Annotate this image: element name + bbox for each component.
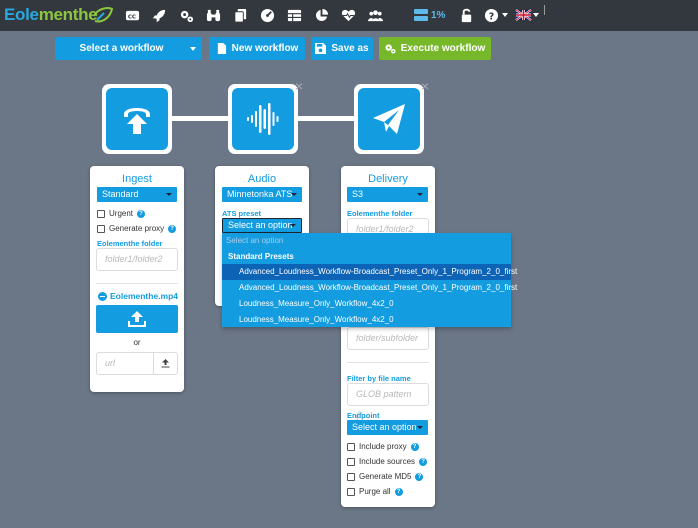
dropdown-placeholder-option[interactable]: Select an option — [226, 236, 284, 245]
purge-all-checkbox[interactable]: Purge all ? — [347, 487, 403, 496]
binoculars-icon[interactable] — [205, 7, 221, 23]
include-sources-checkbox[interactable]: Include sources ? — [347, 457, 428, 466]
help-icon[interactable]: ? — [168, 224, 177, 233]
cogs-icon — [385, 44, 396, 54]
uk-flag-icon[interactable] — [515, 9, 532, 21]
help-icon[interactable]: ? — [394, 487, 403, 496]
save-as-button[interactable]: Save as — [311, 37, 373, 60]
filter-label: Filter by file name — [347, 374, 411, 383]
chevron-down-icon — [290, 224, 296, 227]
svg-text:?: ? — [488, 11, 493, 22]
heartbeat-icon[interactable] — [340, 7, 356, 23]
table-icon[interactable] — [286, 7, 302, 23]
remove-audio-node-icon[interactable]: × — [295, 78, 304, 94]
chevron-down-icon — [190, 47, 196, 51]
execute-workflow-button[interactable]: Execute workflow — [379, 37, 491, 60]
rocket-icon[interactable] — [151, 7, 167, 23]
ats-preset-dropdown: Select an option Standard Presets Advanc… — [222, 233, 518, 327]
dropdown-group-label: Standard Presets — [228, 252, 294, 261]
waveform-icon — [247, 103, 279, 135]
server-icon — [414, 9, 428, 21]
upload-icon — [161, 359, 170, 368]
logo-leaf-icon — [93, 7, 114, 23]
help-caret-icon[interactable] — [502, 13, 508, 17]
ats-preset-label: ATS preset — [222, 209, 262, 218]
ingest-folder-input[interactable]: folder1/folder2 — [96, 248, 178, 271]
help-icon[interactable]: ? — [483, 7, 499, 23]
delivery-node[interactable] — [354, 84, 424, 154]
delivery-title: Delivery — [368, 173, 408, 185]
audio-profile-select[interactable]: Minnetonka ATS — [222, 187, 302, 202]
ingest-node[interactable] — [102, 84, 172, 154]
help-icon[interactable]: ? — [415, 472, 424, 481]
dropdown-option-4[interactable]: Loudness_Measure_Only_Workflow_4x2_0 — [239, 315, 394, 324]
filter-input[interactable]: GLOB pattern (*... — [347, 383, 429, 420]
chevron-down-icon — [166, 193, 172, 196]
copy-icon[interactable] — [232, 7, 248, 23]
dashboard-icon[interactable] — [259, 7, 275, 23]
paper-plane-icon — [373, 104, 405, 134]
app-logo[interactable]: Eolementhe — [4, 5, 98, 24]
selected-file: Eolementhe.mp4 — [98, 291, 178, 301]
upload-file-button[interactable] — [96, 305, 178, 333]
unlock-icon[interactable] — [458, 7, 474, 23]
audio-title: Audio — [247, 173, 277, 185]
chevron-down-icon — [417, 193, 423, 196]
endpoint-select[interactable]: Select an option — [347, 420, 428, 435]
ats-preset-select[interactable]: Select an option — [222, 218, 302, 233]
connector-audio-delivery — [292, 116, 360, 121]
url-upload-button[interactable] — [154, 352, 178, 375]
audio-node[interactable] — [228, 84, 298, 154]
delivery-folder-label: Eolementhe folder — [347, 209, 413, 218]
usage-percentage: 1% — [431, 10, 446, 21]
delivery-card: Delivery S3 Eolementhe folder folder1/fo… — [341, 166, 435, 507]
new-workflow-button[interactable]: New workflow — [209, 37, 305, 60]
remove-file-icon[interactable] — [98, 291, 107, 301]
upload-icon — [128, 311, 146, 327]
pie-chart-icon[interactable] — [313, 7, 329, 23]
remove-delivery-node-icon[interactable]: × — [421, 78, 430, 94]
dropdown-option-2[interactable]: Advanced_Loudness_Workflow-Broadcast_Pre… — [239, 283, 518, 292]
select-workflow-dropdown[interactable]: Select a workflow — [55, 37, 202, 60]
chevron-down-icon — [417, 426, 423, 429]
ingest-card: Ingest Standard Urgent ? Generate proxy … — [90, 166, 184, 392]
dropdown-option-3[interactable]: Loudness_Measure_Only_Workflow_4x2_0 — [239, 299, 394, 308]
ingest-title: Ingest — [122, 173, 152, 185]
upload-icon — [124, 108, 150, 134]
closed-captions-icon[interactable]: CC — [124, 7, 140, 23]
new-file-icon — [217, 43, 226, 54]
generate-proxy-checkbox[interactable]: Generate proxy ? — [97, 224, 177, 233]
users-icon[interactable] — [367, 7, 383, 23]
cogs-icon[interactable] — [178, 7, 194, 23]
svg-text:CC: CC — [127, 14, 135, 20]
language-caret-icon[interactable] — [533, 13, 539, 17]
top-navbar: Eolementhe CC 1% ? — [0, 0, 698, 31]
delivery-subfolder-input[interactable]: folder/subfolder — [347, 327, 429, 350]
urgent-checkbox[interactable]: Urgent ? — [97, 209, 146, 218]
help-icon[interactable]: ? — [137, 209, 146, 218]
endpoint-label: Endpoint — [347, 411, 380, 420]
connector-ingest-audio — [166, 116, 234, 121]
delivery-profile-select[interactable]: S3 — [347, 187, 428, 202]
include-proxy-checkbox[interactable]: Include proxy ? — [347, 442, 419, 451]
url-input[interactable]: url — [96, 352, 154, 375]
ingest-folder-label: Eolementhe folder — [97, 239, 163, 248]
help-icon[interactable]: ? — [419, 457, 428, 466]
dropdown-option-1[interactable]: Advanced_Loudness_Workflow-Broadcast_Pre… — [222, 264, 517, 280]
chevron-down-icon — [291, 193, 297, 196]
generate-md5-checkbox[interactable]: Generate MD5 ? — [347, 472, 424, 481]
floppy-disk-icon — [315, 43, 327, 54]
help-icon[interactable]: ? — [410, 442, 419, 451]
navbar-separator — [544, 5, 545, 15]
ingest-profile-select[interactable]: Standard — [97, 187, 177, 202]
